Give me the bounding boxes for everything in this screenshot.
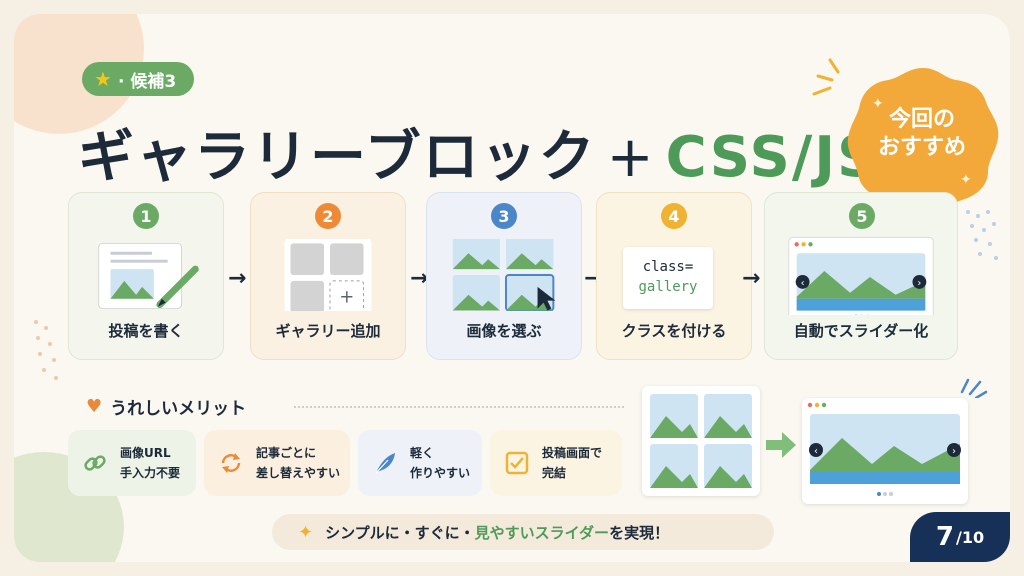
write-post-icon	[98, 242, 199, 310]
recommend-badge: ✦ ✦ 今回の おすすめ	[842, 64, 1004, 214]
merits-heading-text: うれしいメリット	[110, 399, 247, 419]
step-card-2: 2 + ギャラリー追加	[250, 192, 406, 360]
slide: ★ · 候補3 ギャラリーブロック+CSS/JS ✦ ✦ 今回の おすすめ 1	[14, 14, 1010, 562]
sparkle-icon: ✦	[298, 521, 314, 543]
feather-icon	[370, 448, 400, 478]
class-code-card: class= gallery	[623, 247, 713, 309]
merit-text-2: 記事ごとに 差し替えやすい	[256, 446, 341, 480]
green-arrow-icon	[766, 432, 796, 458]
step-label-3: 画像を選ぶ	[466, 322, 542, 340]
badge-line1: 今回の	[888, 107, 955, 132]
page-current: 7	[935, 522, 954, 552]
svg-text:✦: ✦	[960, 172, 972, 188]
refresh-icon	[216, 448, 246, 478]
banner-highlight: 見やすいスライダー	[474, 523, 610, 542]
page-number: 7/10	[910, 512, 1010, 562]
step-label-4: クラスを付ける	[621, 322, 727, 340]
banner-before: シンプルに・すぐに・	[325, 523, 475, 542]
merit-card-2: 記事ごとに 差し替えやすい	[204, 430, 350, 496]
arrow-right-icon: →	[228, 266, 247, 291]
add-plus-icon: +	[339, 288, 354, 308]
merit-text-1: 画像URL 手入力不要	[120, 446, 181, 480]
badge-line2: おすすめ	[877, 135, 966, 160]
arrow-right-icon: →	[410, 266, 429, 291]
summary-banner: ✦ シンプルに・すぐに・見やすいスライダーを実現！	[272, 514, 774, 550]
step-label-2: ギャラリー追加	[275, 322, 381, 340]
code-line-2: gallery	[638, 279, 698, 295]
merit-card-4: 投稿画面で 完結	[490, 430, 622, 496]
heart-icon: ♥	[86, 396, 103, 417]
cursor-icon	[537, 286, 556, 311]
banner-after: を実現！	[609, 523, 670, 542]
step-card-5: 5 ‹ › 自動でスライダー化	[764, 192, 958, 360]
select-images-icon	[452, 239, 556, 311]
slider-result-illustration: ‹ ›	[802, 398, 968, 504]
step-number-5: 5	[849, 203, 875, 229]
auto-slider-icon: ‹ ›	[788, 236, 934, 315]
check-box-icon	[502, 448, 532, 478]
svg-text:›: ›	[917, 278, 921, 289]
step-label-1: 投稿を書く	[108, 322, 184, 340]
step-number-3: 3	[491, 203, 517, 229]
merit-text-3: 軽く 作りやすい	[410, 446, 471, 480]
sparkle-rays-icon	[960, 378, 988, 398]
badge-shape-icon: ✦ ✦	[847, 68, 999, 212]
step-card-4: 4 class= gallery クラスを付ける	[596, 192, 752, 360]
svg-text:‹: ‹	[801, 278, 805, 289]
title-plus: +	[606, 125, 656, 190]
code-line-1: class=	[642, 259, 694, 275]
title-accent: CSS/JS	[665, 125, 880, 190]
title-main: ギャラリーブロック	[78, 125, 597, 190]
merits-divider	[294, 406, 624, 408]
svg-text:‹: ‹	[814, 446, 818, 457]
merit-text-4: 投稿画面で 完結	[542, 446, 603, 480]
merits-heading: ♥ うれしいメリット	[86, 394, 246, 419]
arrow-right-icon: →	[742, 266, 761, 291]
page-title: ギャラリーブロック+CSS/JS	[78, 112, 879, 193]
step-label-5: 自動でスライダー化	[793, 322, 929, 340]
step-card-3: 3 画像を選ぶ	[426, 192, 582, 360]
page-total: /10	[955, 527, 985, 547]
step-number-2: 2	[315, 203, 341, 229]
candidate-tag: ★ · 候補3	[82, 62, 195, 96]
merit-card-1: 画像URL 手入力不要	[68, 430, 196, 496]
star-icon: ★	[94, 67, 112, 91]
sparkle-rays-icon	[812, 58, 840, 96]
candidate-tag-label: · 候補3	[117, 71, 177, 92]
step-number-4: 4	[661, 203, 687, 229]
merit-card-3: 軽く 作りやすい	[358, 430, 482, 496]
svg-text:›: ›	[952, 446, 956, 457]
gallery-add-icon: +	[284, 239, 372, 311]
banner-text: シンプルに・すぐに・見やすいスライダーを実現！	[325, 522, 669, 543]
link-icon	[80, 448, 110, 478]
step-number-1: 1	[133, 203, 159, 229]
gallery-thumbnails-illustration	[642, 386, 760, 496]
step-card-1: 1 投稿を書く	[68, 192, 224, 360]
svg-text:✦: ✦	[872, 96, 884, 112]
